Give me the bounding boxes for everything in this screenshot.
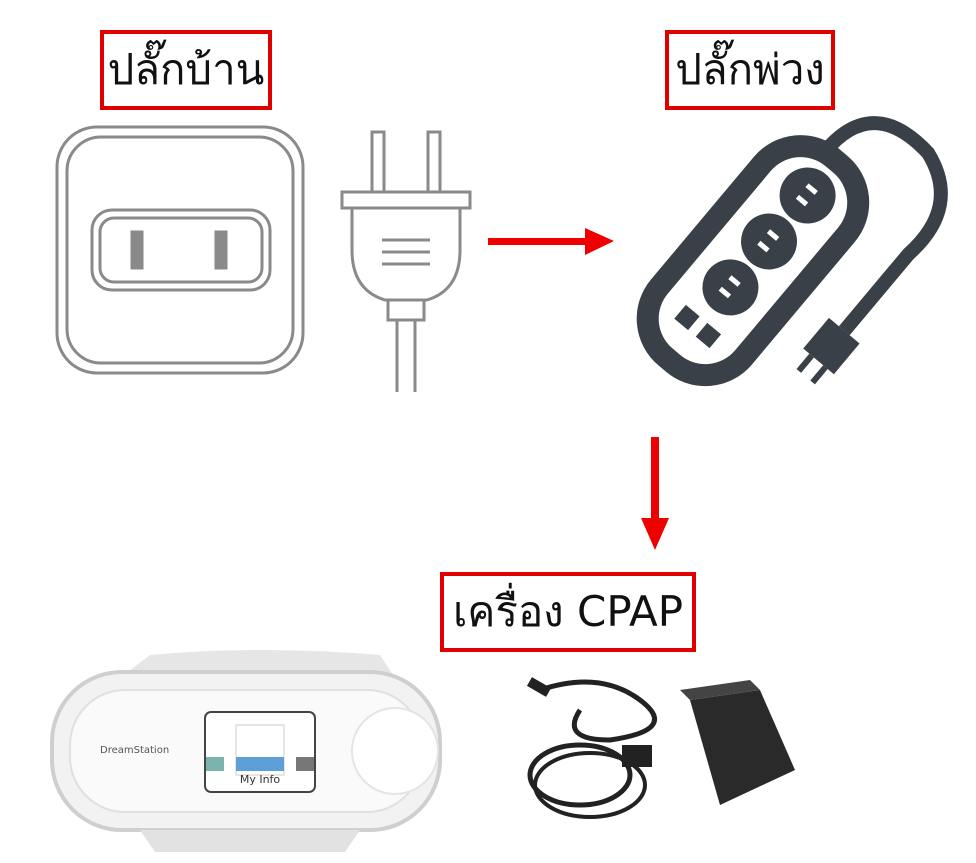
cpap-machine-image: [50, 650, 442, 852]
cpap-screen-label: My Info: [239, 773, 281, 786]
house-outlet-label: ปลั๊กบ้าน: [100, 30, 272, 110]
wall-outlet-icon: [55, 125, 305, 375]
power-strip-label: ปลั๊กพ่วง: [665, 30, 835, 110]
plug-icon: [340, 130, 472, 392]
power-adapter-image: [526, 677, 795, 819]
cpap-machine-label: เครื่อง CPAP: [440, 572, 696, 652]
power-strip-icon: [636, 116, 948, 387]
right-arrow-icon: [488, 228, 614, 255]
down-arrow-icon: [641, 437, 669, 550]
cpap-brand-text: DreamStation: [100, 745, 170, 756]
